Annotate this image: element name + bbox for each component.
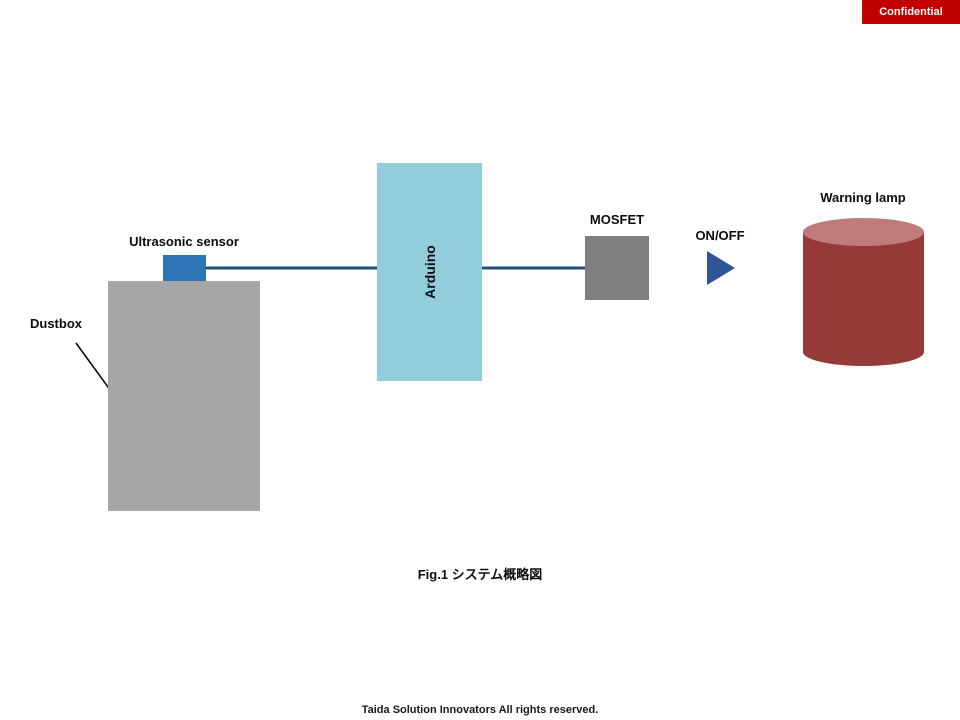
ultrasonic-sensor-label: Ultrasonic sensor xyxy=(129,234,239,249)
footer-copyright: Taida Solution Innovators All rights res… xyxy=(361,704,599,716)
warning-lamp-top xyxy=(803,218,924,246)
dustbox-label: Dustbox xyxy=(30,316,82,331)
mosfet-label: MOSFET xyxy=(589,212,645,227)
ultrasonic-sensor-shape xyxy=(163,255,206,281)
on-off-label: ON/OFF xyxy=(695,228,745,243)
warning-lamp-body xyxy=(803,232,924,367)
on-off-arrow-icon xyxy=(707,251,735,285)
warning-lamp-label: Warning lamp xyxy=(820,190,906,205)
confidential-badge: Confidential xyxy=(862,0,960,24)
warning-lamp-cylinder xyxy=(803,218,924,367)
arduino-label: Arduino xyxy=(421,245,438,299)
mosfet-box xyxy=(585,236,649,300)
dustbox-shape xyxy=(108,281,260,511)
arduino-box xyxy=(377,163,482,381)
figure-caption: Fig.1 システム概略図 xyxy=(417,567,543,582)
arduino-label-wrap: Arduino xyxy=(377,163,482,381)
